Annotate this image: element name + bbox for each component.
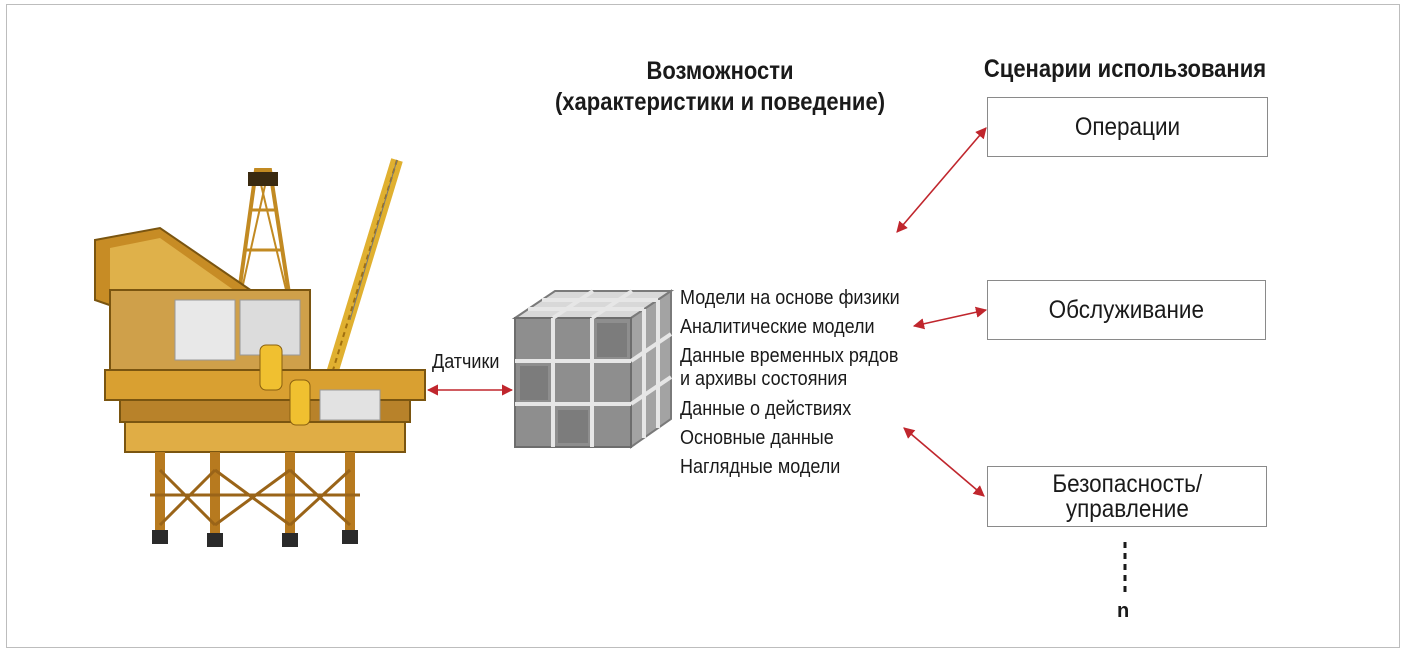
data-cube-icon (511, 289, 675, 449)
more-scenarios-label: n (1117, 600, 1130, 622)
capability-item: Модели на основе физики (680, 287, 900, 309)
capability-item: Данные о действиях (680, 398, 852, 420)
scenario-label: Безопасность/ (1052, 469, 1202, 498)
scenario-label: Обслуживание (1048, 295, 1205, 324)
connection-arrows (426, 127, 988, 497)
arrow-safety (903, 427, 985, 497)
scenarios-title: Сценарии использования (983, 55, 1267, 83)
diagram-frame (6, 4, 1400, 648)
sensors-label: Датчики (432, 351, 500, 373)
scenario-box-maintenance: Обслуживание (987, 280, 1266, 340)
capability-item: Наглядные модели (680, 456, 841, 478)
scenario-box-safety: Безопасность/ управление (987, 466, 1267, 527)
capabilities-title: Возможности (646, 57, 794, 85)
oil-platform-illustration (94, 158, 426, 547)
scenario-label: Операции (1074, 112, 1181, 141)
arrow-operations (896, 127, 987, 233)
arrow-maintenance (912, 306, 988, 330)
capability-item: Аналитические модели (680, 316, 875, 338)
capability-item: Данные временных рядов (680, 345, 899, 367)
capabilities-subtitle: (характеристики и поведение) (554, 88, 886, 116)
scenario-label-line2: управление (1065, 494, 1189, 523)
capability-item: и архивы состояния (680, 368, 848, 390)
scenario-box-operations: Операции (987, 97, 1268, 157)
capability-item: Основные данные (680, 427, 834, 449)
